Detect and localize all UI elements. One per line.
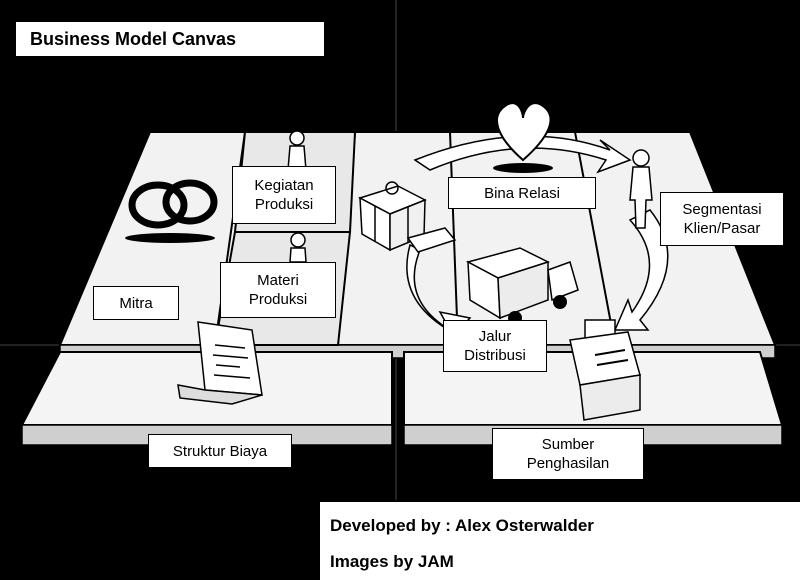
- key-activities-text: Kegiatan Produksi: [254, 177, 314, 213]
- cash-register-icon: [569, 319, 641, 421]
- ring-icon: [128, 181, 188, 229]
- invoice-paper-icon: [177, 321, 263, 405]
- images-by-text: Images by JAM: [330, 552, 454, 571]
- worker-figure-icon-2: [289, 232, 307, 263]
- revenue-streams-label: Sumber Penghasilan: [492, 428, 644, 480]
- ring-shadow: [125, 233, 215, 243]
- divider-channels: [574, 131, 616, 346]
- worker-figure-icon: [287, 130, 307, 171]
- cost-structure-label: Struktur Biaya: [148, 434, 292, 468]
- credits-box: Developed by : Alex Osterwalder Images b…: [318, 500, 800, 580]
- page-title: Business Model Canvas: [16, 22, 324, 56]
- channels-text: Jalur Distribusi: [464, 328, 526, 364]
- card-icon: [406, 227, 457, 253]
- customer-figure-icon: [629, 149, 653, 229]
- channels-label: Jalur Distribusi: [443, 320, 547, 372]
- customer-relationships-label: Bina Relasi: [448, 177, 596, 209]
- customer-segments-text: Segmentasi Klien/Pasar: [682, 201, 762, 237]
- customer-segments-label: Segmentasi Klien/Pasar: [660, 192, 784, 246]
- key-resources-text: Materi Produksi: [248, 272, 308, 308]
- key-partners-text: Mitra: [119, 294, 153, 312]
- key-partners-label: Mitra: [93, 286, 179, 320]
- heart-icon: [496, 102, 552, 162]
- key-resources-label: Materi Produksi: [220, 262, 336, 318]
- arrow-top-icon: [413, 135, 632, 174]
- customer-relationships-text: Bina Relasi: [484, 184, 560, 202]
- developed-by-text: Developed by : Alex Osterwalder: [330, 516, 594, 535]
- cost-structure-text: Struktur Biaya: [172, 442, 268, 460]
- revenue-streams-text: Sumber Penghasilan: [526, 436, 610, 472]
- ring-icon-2: [162, 179, 218, 225]
- value-proposition-label: Barang/Jasa /Nilai: [355, 73, 441, 109]
- truck-icon: [465, 247, 579, 325]
- key-activities-label: Kegiatan Produksi: [232, 166, 336, 224]
- heart-shadow: [493, 163, 553, 173]
